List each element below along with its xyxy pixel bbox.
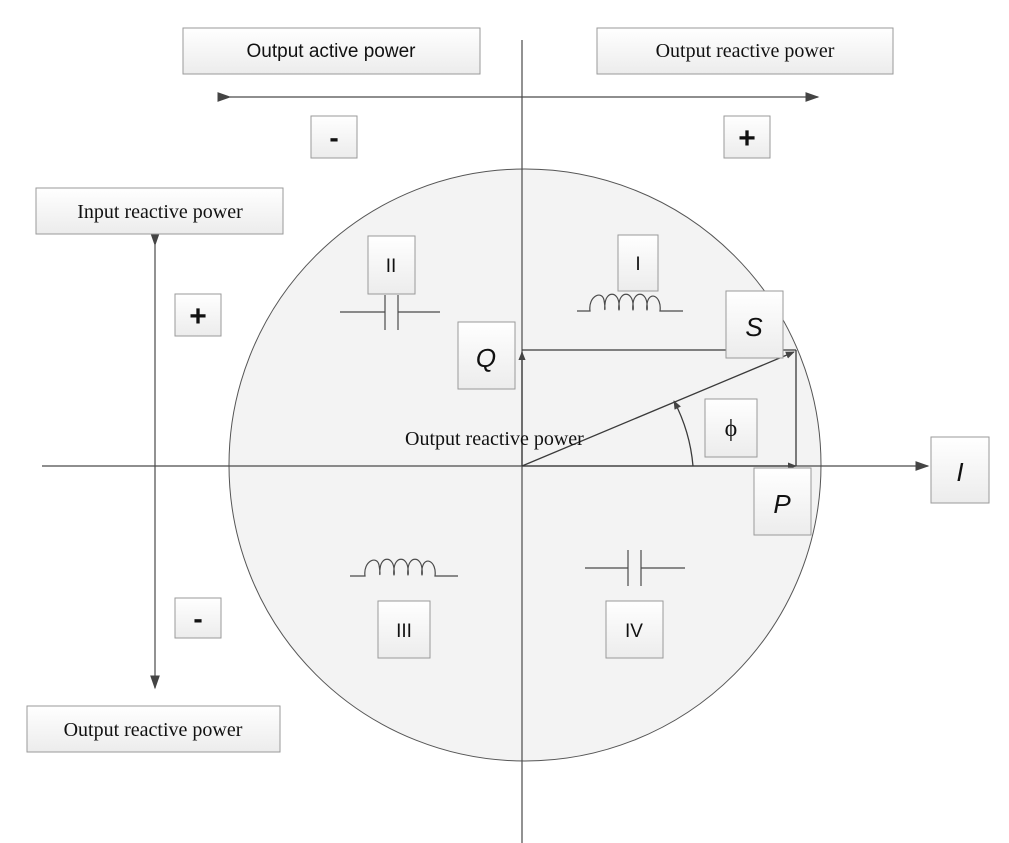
top-plus-sign: + — [738, 122, 756, 155]
i-label: I — [956, 457, 963, 487]
input-reactive-power-label: Input reactive power — [77, 201, 243, 223]
inductor-icon — [350, 558, 458, 577]
output-reactive-power-label-left: Output reactive power — [64, 719, 243, 741]
quadrant-iii-label: III — [396, 621, 412, 642]
p-label-box: P — [753, 467, 812, 536]
quadrant-iii-box: III — [377, 600, 431, 659]
input-reactive-power-box: Input reactive power — [35, 187, 284, 235]
output-active-power-box: Output active power — [182, 27, 481, 75]
center-output-reactive-power-label: Output reactive power — [405, 428, 584, 450]
quadrant-ii-box: II — [367, 235, 416, 295]
phi-arc — [673, 400, 694, 467]
q-label: Q — [476, 343, 496, 373]
output-reactive-power-label: Output reactive power — [656, 40, 835, 62]
quadrant-iv-box: IV — [605, 600, 664, 659]
quadrant-i-label: I — [635, 254, 640, 275]
q-label-box: Q — [457, 321, 516, 390]
left-plus-box: + — [174, 293, 222, 337]
quadrant-ii-label: II — [386, 256, 397, 277]
phi-label-box: ϕ — [704, 398, 758, 458]
i-label-box: I — [930, 436, 990, 504]
quadrant-iv-label: IV — [625, 621, 643, 642]
inductor-icon — [577, 293, 683, 312]
top-plus-box: + — [723, 115, 771, 159]
quadrant-i-box: I — [617, 234, 659, 292]
phi-label: ϕ — [725, 416, 738, 442]
s-vector — [521, 351, 795, 467]
output-reactive-power-box: Output reactive power — [596, 27, 894, 75]
s-label-box: S — [725, 290, 784, 359]
top-minus-box: - — [310, 115, 358, 159]
p-label: P — [773, 489, 791, 519]
top-minus-sign: - — [329, 122, 338, 153]
left-plus-sign: + — [189, 300, 207, 333]
left-minus-box: - — [174, 597, 222, 639]
capacitor-icon — [585, 550, 685, 586]
capacitor-icon — [340, 295, 440, 330]
output-active-power-label: Output active power — [247, 41, 417, 62]
s-label: S — [745, 312, 763, 342]
output-reactive-power-box-left: Output reactive power — [26, 705, 281, 753]
left-minus-sign: - — [193, 603, 202, 634]
